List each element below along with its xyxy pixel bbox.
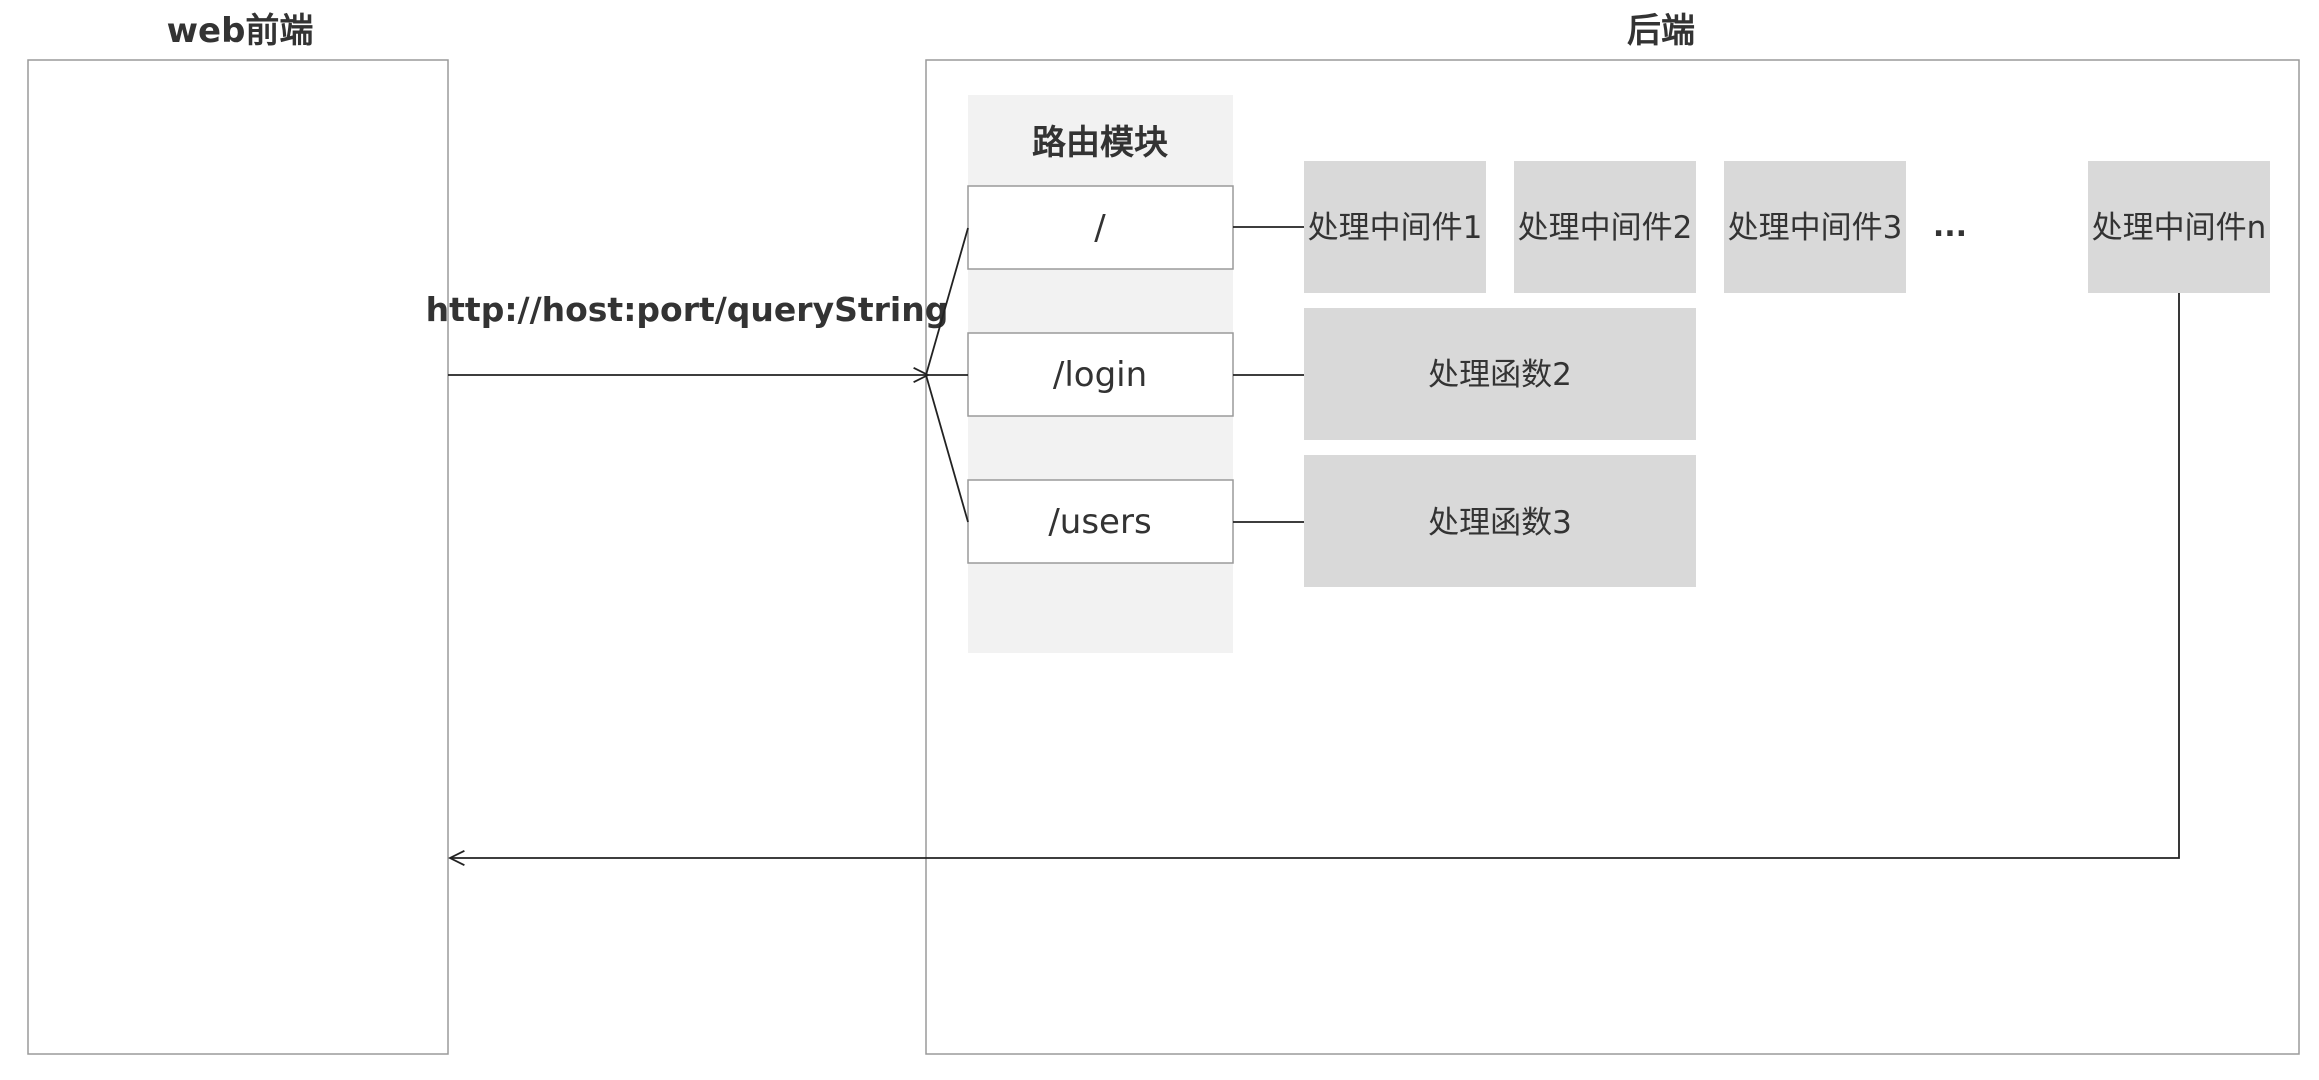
route-users-label: /users [1048,502,1151,542]
middleware-1: 处理中间件1 [1304,161,1486,293]
handler-function-2: 处理函数2 [1304,308,1696,440]
route-users: /users [967,479,1234,564]
route-login-label: /login [1053,355,1147,395]
route-users-box [967,479,1234,564]
router-module-title: 路由模块 [1032,123,1168,163]
handler-function-3: 处理函数3 [1304,455,1696,587]
frontend-box [27,59,449,1055]
middleware-1-box [1304,161,1486,293]
middleware-3: 处理中间件3 [1724,161,1906,293]
fan-line-users [925,374,969,523]
handler-function-2-label: 处理函数2 [1428,357,1572,393]
route-login-box [967,332,1234,417]
middleware-2-box [1514,161,1696,293]
middleware-1-label: 处理中间件1 [1308,210,1483,246]
middleware-n-label: 处理中间件n [2092,210,2267,246]
middleware-3-box [1724,161,1906,293]
route-root-box [967,185,1234,270]
frontend-title: web前端 [167,11,314,51]
middleware-ellipsis: ... [1933,209,1967,244]
handler-function-2-box [1304,308,1696,440]
backend-title: 后端 [1627,11,1695,51]
route-login: /login [967,332,1234,417]
middleware-2: 处理中间件2 [1514,161,1696,293]
middleware-n: 处理中间件n [2088,161,2270,293]
response-arrow [450,293,2180,858]
connectors [448,226,2180,858]
route-root-label: / [1094,208,1106,248]
route-root: / [967,185,1234,270]
handler-function-3-label: 处理函数3 [1428,505,1572,541]
middleware-n-box [2088,161,2270,293]
handler-function-3-box [1304,455,1696,587]
fan-line-root [925,227,969,376]
request-url-label: http://host:port/queryString [426,290,949,329]
middleware-2-label: 处理中间件2 [1518,210,1693,246]
middleware-3-label: 处理中间件3 [1728,210,1903,246]
